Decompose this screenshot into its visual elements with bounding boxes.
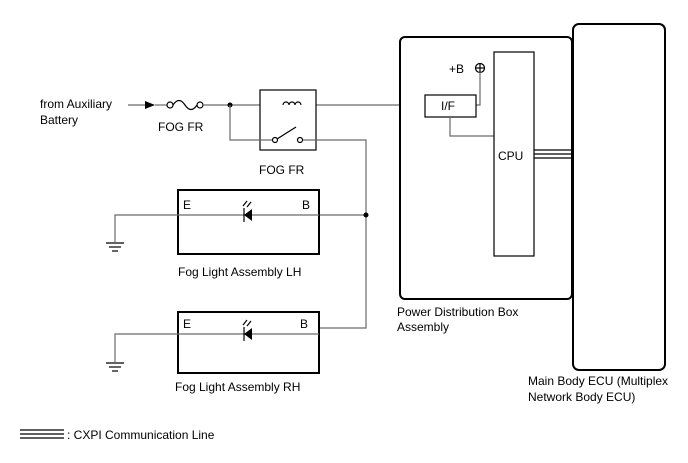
plus-b-terminal-icon bbox=[474, 62, 486, 74]
fog-rh-b-terminal: B bbox=[300, 317, 308, 331]
fog-lh-caption: Fog Light Assembly LH bbox=[178, 265, 301, 279]
cpu-block bbox=[493, 51, 535, 257]
relay-coil-icon bbox=[282, 101, 302, 106]
fuse-label: FOG FR bbox=[158, 120, 204, 134]
ecu-caption-line2: Network Body ECU) bbox=[528, 390, 635, 404]
source-label-line1: from Auxiliary bbox=[40, 97, 112, 111]
fog-light-lh-box bbox=[177, 189, 320, 255]
cxpi-bus-lines bbox=[534, 149, 573, 159]
fog-lh-e-terminal: E bbox=[183, 198, 191, 212]
ecu-caption-line1: Main Body ECU (Multiplex bbox=[528, 374, 668, 388]
relay-label: FOG FR bbox=[259, 163, 305, 177]
cpu-label: CPU bbox=[498, 149, 523, 163]
wire-rh-ground bbox=[114, 333, 178, 362]
wire-if-to-cpu bbox=[449, 117, 494, 137]
if-label: I/F bbox=[441, 99, 455, 113]
plus-b-label: +B bbox=[449, 62, 464, 76]
fog-rh-e-terminal: E bbox=[183, 317, 191, 331]
led-icon-rh bbox=[242, 319, 252, 341]
source-label-line2: Battery bbox=[40, 113, 78, 127]
relay-box bbox=[259, 89, 317, 151]
fog-lh-b-terminal: B bbox=[302, 198, 310, 212]
power-distribution-box bbox=[399, 36, 573, 300]
wire-relay-in bbox=[229, 105, 272, 141]
legend-cxpi-icon bbox=[20, 429, 64, 439]
wire-lh-ground bbox=[114, 214, 178, 242]
wire-plus-b-to-if bbox=[476, 72, 481, 106]
pdb-caption-line1: Power Distribution Box bbox=[397, 305, 518, 319]
pdb-caption-line2: Assembly bbox=[397, 320, 449, 334]
ground-icon-lh bbox=[106, 242, 124, 252]
input-arrow bbox=[128, 101, 155, 109]
fuse-symbol bbox=[155, 99, 230, 111]
ground-icon-rh bbox=[106, 362, 124, 372]
fog-light-rh-box bbox=[177, 311, 320, 374]
wire-relay-out bbox=[303, 139, 367, 329]
main-body-ecu bbox=[572, 23, 666, 371]
legend-label: : CXPI Communication Line bbox=[67, 428, 215, 442]
relay-switch-icon bbox=[271, 126, 304, 144]
fog-rh-caption: Fog Light Assembly RH bbox=[175, 380, 300, 394]
led-icon-lh bbox=[242, 200, 252, 222]
junction-dot-fog bbox=[363, 212, 369, 218]
